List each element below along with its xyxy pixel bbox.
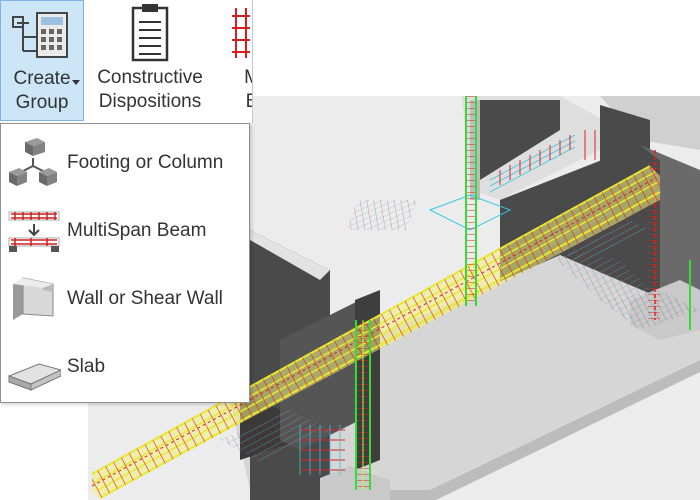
create-group-label-1: Create <box>13 68 71 89</box>
clipboard-list-icon <box>88 0 212 66</box>
menu-item-multispan-beam[interactable]: MultiSpan Beam <box>1 198 249 260</box>
menu-item-label: Wall or Shear Wall <box>67 288 223 309</box>
create-group-button[interactable]: Create Group <box>0 0 84 121</box>
chevron-down-icon[interactable] <box>72 80 80 85</box>
multispan-beam-icon <box>5 202 61 256</box>
menu-item-label: MultiSpan Beam <box>67 220 207 241</box>
menu-item-label: Footing or Column <box>67 152 224 173</box>
rebar-cage-icon <box>222 0 252 66</box>
third-ribbon-button[interactable]: M B <box>222 0 252 121</box>
create-group-label-2: Group <box>15 92 69 113</box>
group-tree-icon <box>1 1 83 67</box>
column-rebar <box>355 96 477 490</box>
slab-icon <box>5 338 63 392</box>
menu-item-slab[interactable]: Slab <box>1 334 249 396</box>
menu-item-wall-or-shear-wall[interactable]: Wall or Shear Wall <box>1 266 249 328</box>
third-label-2: B <box>222 90 252 114</box>
constructive-label-1: Constructive <box>97 67 203 88</box>
create-group-dropdown-menu: Footing or Column <box>0 123 250 403</box>
ribbon-panel: Create Group Constructive Dispositions <box>0 0 253 123</box>
constructive-dispositions-button[interactable]: Constructive Dispositions <box>88 0 212 121</box>
third-label-1: M <box>222 66 252 90</box>
menu-item-label: Slab <box>67 356 106 377</box>
footing-column-icon <box>5 134 61 188</box>
shear-wall-icon <box>5 270 61 324</box>
menu-item-footing-or-column[interactable]: Footing or Column <box>1 130 249 192</box>
constructive-label-2: Dispositions <box>98 91 202 112</box>
